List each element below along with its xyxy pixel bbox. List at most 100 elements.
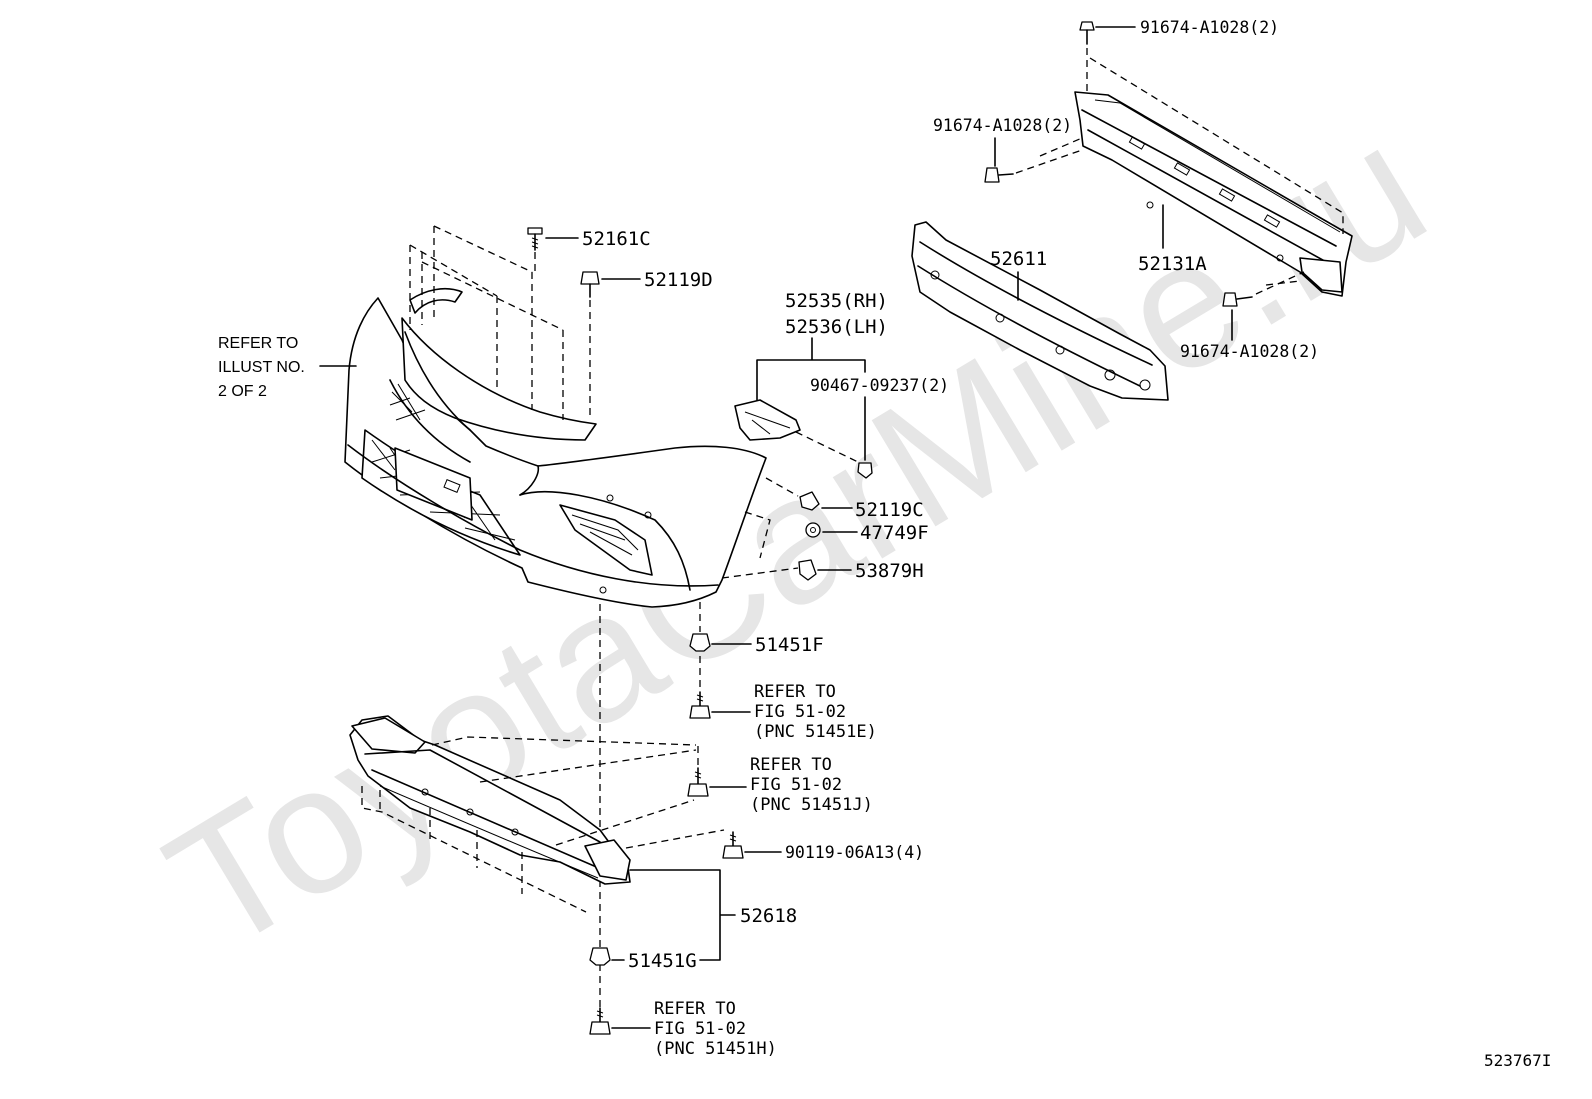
upper-grille-v-line — [389, 379, 471, 463]
bumper-lower-edge — [347, 444, 719, 587]
dashed-guide — [765, 477, 799, 497]
bolt-right: 91674-A1028(2) — [1180, 292, 1319, 361]
part-label-absorber: 52611 — [990, 248, 1047, 270]
under-cover-hole — [421, 788, 429, 796]
dashed-guide — [1265, 280, 1301, 286]
absorber-hole — [1055, 345, 1065, 355]
part-label-bolt-top: 91674-A1028(2) — [1140, 18, 1279, 37]
bolt-head — [1079, 21, 1095, 31]
clip-nut-body — [857, 462, 873, 479]
part-label-bracket-lh: 52536(LH) — [785, 316, 888, 338]
bumper-reinforcement — [1074, 91, 1353, 297]
bumper-energy-absorber — [911, 221, 1169, 401]
reinforcement-edge-upper — [1081, 109, 1337, 247]
reinforcement-hole — [1146, 201, 1154, 209]
bolt-head — [984, 167, 1000, 183]
dashed-guide — [421, 261, 564, 331]
bolt-thread — [729, 834, 737, 842]
bumper-side-contour — [519, 490, 691, 591]
license-plate-mount — [394, 447, 473, 521]
license-plate-hole — [443, 479, 461, 493]
part-label-90119: 90119-06A13(4) — [785, 843, 924, 862]
screw-thread — [596, 1010, 604, 1018]
reinforcement-slot — [1218, 188, 1236, 202]
part-label-bolt-right: 91674-A1028(2) — [1180, 342, 1319, 361]
part-label-51451g: 51451G — [628, 950, 697, 972]
absorber-ridge — [919, 241, 1153, 366]
bolt-90119: 90119-06A13(4) — [722, 831, 924, 862]
dashed-guide — [1015, 149, 1083, 174]
clip-51451f: 51451F — [689, 633, 824, 656]
under-cover-ridge — [379, 785, 599, 879]
reinforcement-slot — [1263, 214, 1281, 228]
bolt-top: 91674-A1028(2) — [1079, 18, 1279, 45]
screw-thread — [694, 771, 702, 779]
screw-head — [527, 227, 543, 235]
reference-line: (PNC 51451J) — [750, 795, 873, 815]
dashed-guide — [555, 799, 695, 846]
under-cover-rear-tab — [351, 717, 426, 754]
screw-head — [687, 783, 709, 797]
reference-line: REFER TO — [218, 335, 298, 352]
part-label-under-cover: 52618 — [740, 905, 797, 927]
reference-line: 2 OF 2 — [218, 383, 267, 400]
absorber-hole — [930, 270, 940, 280]
bolt-head — [722, 845, 744, 859]
reference-line: (PNC 51451E) — [754, 722, 877, 742]
front-bumper-cover — [344, 288, 767, 608]
reference-line: FIG 51-02 — [750, 775, 842, 795]
absorber-hole — [1104, 369, 1116, 381]
leader-line — [629, 869, 736, 961]
screw-head — [589, 1021, 611, 1035]
screw-thread — [696, 694, 704, 702]
bumper-side-bracket: 52535(RH) 52536(LH) — [734, 290, 888, 441]
screw-thread — [531, 237, 539, 249]
clip-51451g: 51451G — [589, 947, 697, 972]
under-cover-ridge — [364, 749, 601, 843]
dashed-guide — [1089, 57, 1344, 234]
reference-line: REFER TO — [754, 682, 836, 702]
reference-line: ILLUST NO. — [218, 359, 305, 376]
retainer-53879h: 53879H — [798, 559, 924, 582]
screw-ref-51451e: REFER TO FIG 51-02 (PNC 51451E) — [689, 682, 877, 742]
retainer-body — [798, 559, 817, 581]
bracket-detail — [744, 411, 791, 435]
absorber-hole — [995, 313, 1005, 323]
part-label-52119d: 52119D — [644, 269, 713, 291]
nut-hole — [810, 527, 816, 533]
absorber-hole — [1139, 379, 1151, 391]
under-cover-front-bracket — [584, 839, 631, 881]
bumper-hole — [644, 511, 652, 519]
screw-ref-51451j: REFER TO FIG 51-02 (PNC 51451J) — [687, 755, 873, 815]
reinforcement-end-tab — [1299, 257, 1343, 293]
bumper-hole — [599, 586, 607, 594]
reinforcement-slot — [1128, 136, 1146, 150]
bolt-shank — [1236, 296, 1253, 300]
part-label-clip-nut: 90467-09237(2) — [810, 376, 949, 395]
reference-line: REFER TO — [750, 755, 832, 775]
reference-line: FIG 51-02 — [654, 1019, 746, 1039]
part-label-53879h: 53879H — [855, 560, 924, 582]
part-label-47749f: 47749F — [860, 522, 929, 544]
bumper-arch-edge — [519, 465, 540, 496]
reinforcement-hole — [1276, 254, 1284, 262]
part-label-52161c: 52161C — [582, 228, 651, 250]
dashed-guide — [744, 511, 771, 559]
fog-lamp-bezel — [559, 504, 653, 576]
clip-body — [689, 633, 711, 652]
nut-47749f: 47749F — [805, 522, 929, 544]
reference-line: FIG 51-02 — [754, 702, 846, 722]
screw-52161c: 52161C — [527, 227, 651, 251]
dashed-guide — [1039, 137, 1083, 157]
screw-ref-51451h: REFER TO FIG 51-02 (PNC 51451H) — [589, 999, 777, 1059]
bolt-head — [1222, 292, 1238, 307]
part-label-51451f: 51451F — [755, 634, 824, 656]
absorber-outline — [911, 221, 1169, 401]
part-label-bracket-rh: 52535(RH) — [785, 290, 888, 312]
clip-nut-90467: 90467-09237(2) — [810, 376, 949, 479]
clip-body — [589, 947, 611, 966]
reference-line: REFER TO — [654, 999, 736, 1019]
bolt-head — [580, 271, 600, 285]
part-label-reinforcement: 52131A — [1138, 253, 1207, 275]
under-cover-hole — [466, 808, 474, 816]
